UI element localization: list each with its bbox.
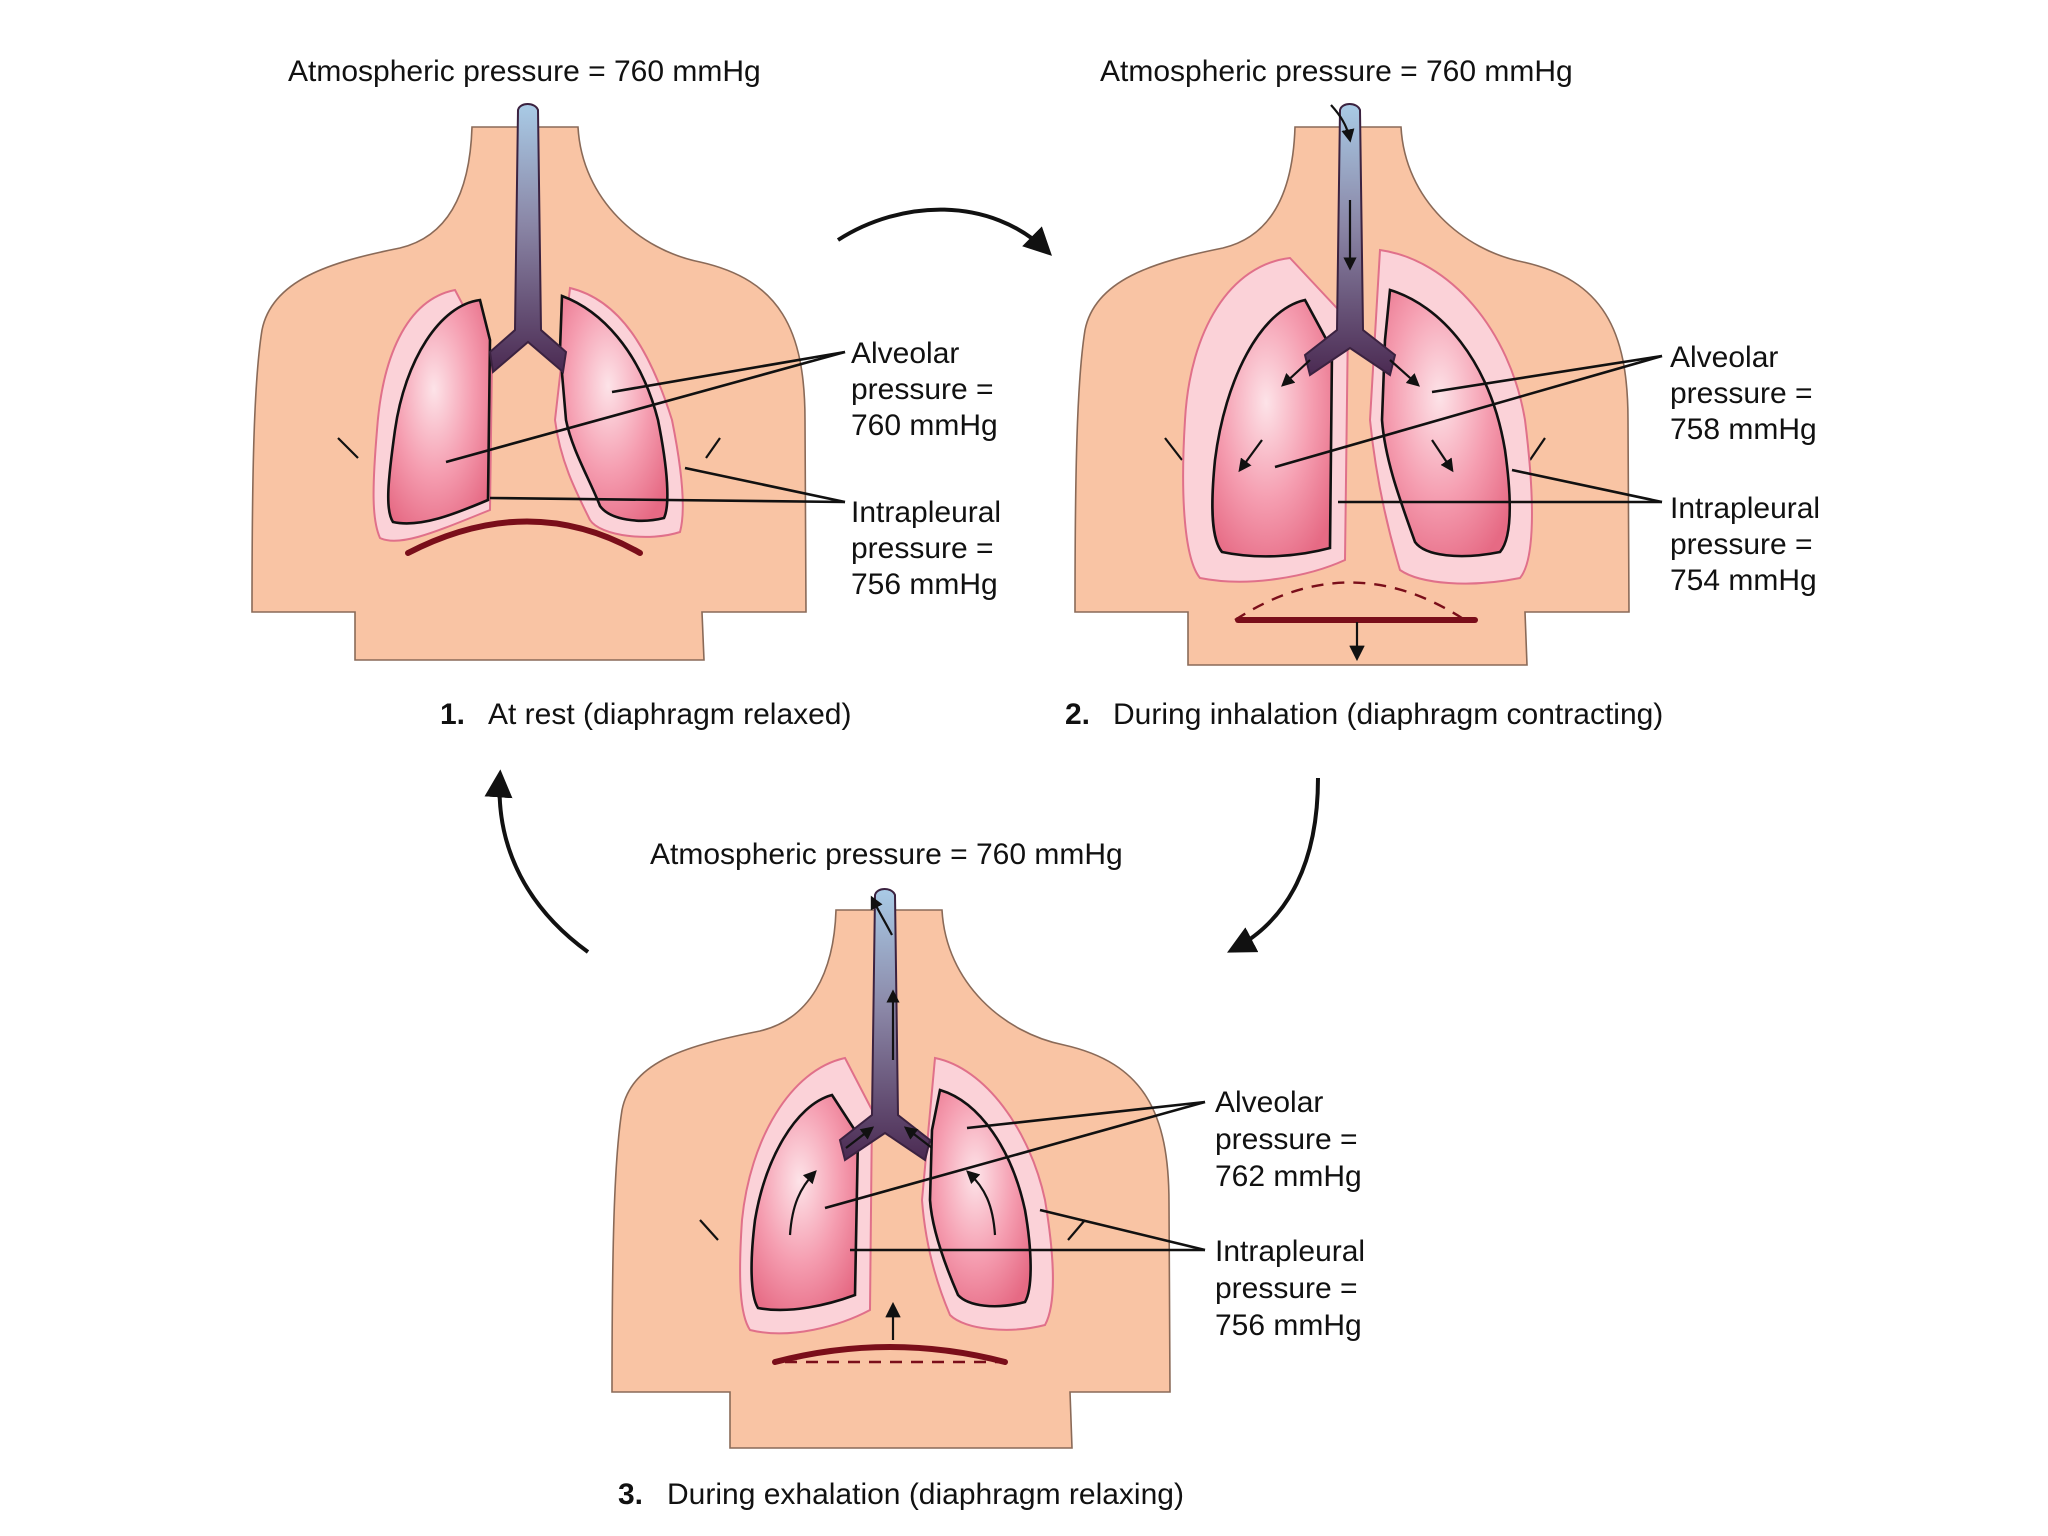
intrapleural-pressure-label: Intrapleural pressure = 756 mmHg [851,496,1009,601]
caption-text: During inhalation (diaphragm contracting… [1113,698,1663,731]
diaphragm [772,1344,1008,1365]
caption-number: 3. [618,1478,643,1511]
caption-number: 1. [440,698,465,731]
armpit-line-left [1164,437,1183,461]
caption-text: At rest (diaphragm relaxed) [488,698,852,731]
atmospheric-pressure-label: Atmospheric pressure = 760 mmHg [650,838,1123,871]
airflow-arrow [1389,359,1420,387]
caption-number: 2. [1065,698,1090,731]
lung-left [750,1093,860,1312]
air-in-arrow [1330,104,1355,143]
armpit-line-right [1529,437,1546,461]
panel-inhalation: Atmospheric pressure = 760 mmHg Alveolar… [1065,55,1828,731]
armpit-line-right [705,437,721,459]
airflow-arrow [903,1126,933,1149]
airflow-arrow [788,1170,817,1236]
cycle-arrow-exhalation-to-rest [484,769,590,954]
alveolar-pressure-label: Alveolar pressure = 758 mmHg [1670,341,1821,446]
alveolar-leader [824,1100,1206,1210]
alveolar-leader [966,1100,1206,1130]
cycle-arrow-inhalation-to-exhalation [1227,777,1320,953]
armpit-line-left [337,437,359,459]
airflow-arrow [1431,439,1454,473]
airflow-arrow [1281,359,1311,387]
alveolar-leader [611,350,846,394]
alveolar-pressure-label: Alveolar pressure = 760 mmHg [851,337,1002,442]
alveolar-leader [445,350,846,464]
alveolar-leader [1274,354,1663,469]
lung-left [386,298,492,525]
panel-rest: Atmospheric pressure = 760 mmHg Alveolar… [251,55,1009,731]
airflow-arrow [845,1126,875,1149]
intrapleural-pressure-label: Intrapleural pressure = 754 mmHg [1670,492,1828,597]
lung-right [1380,288,1512,558]
airflow-arrow [966,1170,997,1236]
cycle-arrow-rest-to-inhalation [836,207,1052,256]
intrapleural-pressure-label: Intrapleural pressure = 756 mmHg [1215,1235,1373,1342]
atmospheric-pressure-label: Atmospheric pressure = 760 mmHg [1100,55,1573,88]
panel-exhalation: Atmospheric pressure = 760 mmHg Alveolar… [611,838,1373,1511]
intrapleural-leader [1039,1208,1206,1252]
diaphragm [405,518,643,556]
lung-right [558,294,669,522]
armpit-line-right [1067,1219,1086,1241]
caption-text: During exhalation (diaphragm relaxing) [667,1478,1184,1511]
diaphragm-previous-position [1234,581,1466,622]
atmospheric-pressure-label: Atmospheric pressure = 760 mmHg [288,55,761,88]
intrapleural-leader [684,466,846,504]
trachea [488,103,568,374]
alveolar-pressure-label: Alveolar pressure = 762 mmHg [1215,1086,1366,1193]
lung-left [1211,298,1334,558]
armpit-line-left [699,1219,719,1241]
trachea [838,888,932,1162]
air-out-arrow [870,895,893,936]
alveolar-leader [1431,354,1663,394]
intrapleural-leader [489,496,846,504]
intrapleural-leader [1511,468,1663,504]
airflow-arrow [1238,439,1263,473]
